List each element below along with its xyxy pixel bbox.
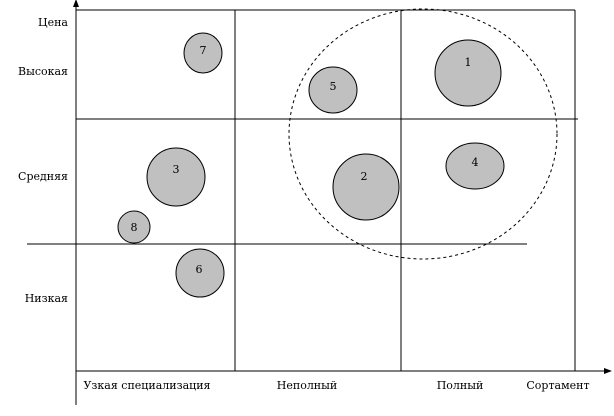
bubble-1-label: 1	[465, 56, 472, 69]
x-level-full: Полный	[437, 379, 484, 392]
bubble-7: 7	[183, 32, 223, 74]
bubble-4-label: 4	[472, 156, 479, 169]
bubble-3-label: 3	[173, 163, 180, 176]
bubble-6-circle	[175, 248, 225, 298]
bubble-8-circle	[117, 210, 151, 244]
x-level-partial: Неполный	[277, 379, 337, 392]
bubble-8: 8	[117, 210, 151, 244]
y-level-low: Низкая	[25, 292, 68, 305]
x-axis-title: Сортамент	[526, 379, 589, 392]
bubble-6: 6	[175, 248, 225, 298]
bubble-1: 1	[434, 39, 502, 107]
bubble-5-label: 5	[330, 80, 337, 93]
bubble-3-circle	[146, 147, 206, 207]
bubble-6-label: 6	[196, 263, 203, 276]
y-level-high: Высокая	[18, 65, 68, 78]
bubble-5: 5	[308, 66, 358, 114]
y-level-medium: Средняя	[18, 170, 68, 183]
bubble-4: 4	[445, 142, 505, 190]
bubble-2-circle	[332, 153, 400, 221]
y-axis-title: Цена	[38, 16, 68, 29]
bubble-2-label: 2	[361, 170, 368, 183]
bubble-7-label: 7	[200, 44, 207, 57]
bubble-8-label: 8	[131, 221, 138, 234]
bubble-7-circle	[183, 32, 223, 74]
cluster-ellipse	[288, 8, 558, 260]
bubble-3: 3	[146, 147, 206, 207]
x-level-narrow: Узкая специализация	[83, 379, 210, 392]
bubble-5-circle	[308, 66, 358, 114]
bubble-4-circle	[445, 142, 505, 190]
bubble-1-circle	[434, 39, 502, 107]
bubble-2: 2	[332, 153, 400, 221]
